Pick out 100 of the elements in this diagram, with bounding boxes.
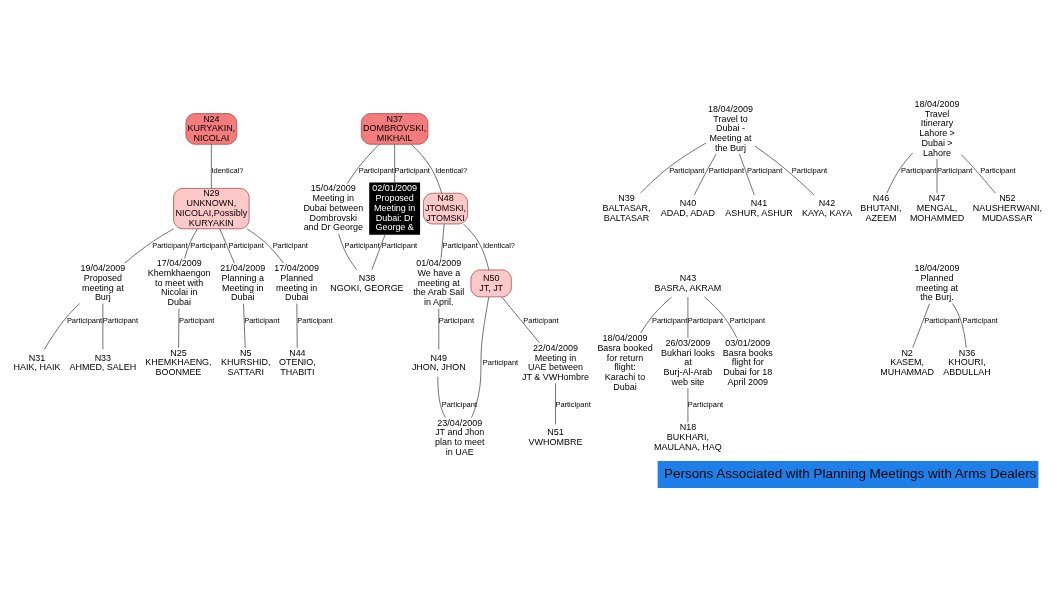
- node-box: N37 DOMBROVSKI, MIKHAIL: [361, 113, 429, 145]
- node-text: N39 BALTASAR, BALTASAR: [602, 193, 651, 223]
- connector: [184, 228, 198, 259]
- node-text: N2 KASEM, MUHAMMAD: [880, 347, 935, 378]
- node-text: 18/04/2009 Travel Itinerary Lahore > Dubai > Lahore: [914, 98, 960, 158]
- connector: [912, 303, 930, 349]
- connector: [961, 154, 996, 194]
- connector: [211, 144, 212, 189]
- connector: [555, 382, 556, 425]
- connector: [693, 153, 717, 196]
- connector: [371, 233, 386, 271]
- connector: [296, 303, 298, 349]
- connector: [246, 228, 284, 264]
- edge-label: Identical?: [483, 240, 515, 250]
- edge-label: Participant: [555, 400, 591, 410]
- connector: [124, 228, 174, 264]
- connector: [952, 303, 967, 349]
- connector: [886, 152, 914, 194]
- edge-label: Participant: [179, 315, 215, 325]
- edge-label: Participant: [152, 240, 188, 250]
- node-text: 18/04/2009 Travel to Dubai - Meeting at the Burj: [708, 103, 753, 153]
- edge-label: Participant: [901, 166, 937, 176]
- node-text: N52 NAUSHERWANI, MUDASSAR: [972, 193, 1042, 223]
- connector: [219, 228, 235, 264]
- edge-label: Participant: [708, 166, 745, 176]
- edge-label: Participant: [394, 166, 430, 176]
- node-text: 17/04/2009 Planned meeting in Dubai: [274, 263, 320, 303]
- connector: [640, 142, 707, 194]
- connector: [437, 376, 446, 418]
- edge-label: Participant: [442, 240, 478, 250]
- edge-label: Participant: [358, 166, 394, 176]
- edge-label: Participant: [791, 166, 828, 176]
- edge-label: Participant: [441, 400, 478, 410]
- node-text: N25 KHEMKHAENG, BOONMEE: [145, 347, 212, 378]
- node-box: N48 JTOMSKI, JTOMSKI: [423, 192, 468, 225]
- node-box: 02/01/2009 Proposed Meeting in Dubai: Dr George &: [369, 182, 421, 235]
- edge-label: Participant: [687, 400, 724, 410]
- node-text: 03/01/2009 Basra books flight for Dubai for 18 April 2009: [722, 337, 773, 387]
- node-text: 17/04/2009 Khemkhaengon to meet with Nicolai in Dubai: [147, 258, 211, 308]
- edge-label: Participant: [651, 315, 688, 325]
- edge-label: Participant: [687, 315, 724, 325]
- edge-label: Participant: [438, 315, 475, 325]
- edge-label: Participant: [272, 240, 308, 250]
- edge-label: Participant: [228, 240, 264, 250]
- connector: [440, 223, 445, 259]
- node-text: N36 KHOURI, ABDULLAH: [943, 347, 991, 378]
- node-text: 18/04/2009 Planned meeting at the Burj.: [914, 263, 960, 303]
- connector: [394, 144, 396, 184]
- connector: [43, 303, 80, 350]
- edge-label: Participant: [669, 166, 705, 176]
- node-text: N47 MENGAL, MOHAMMED: [909, 193, 965, 223]
- edge-label: Participant: [66, 315, 103, 325]
- edge-label: Participant: [344, 240, 380, 250]
- node-text: N49 JHON, JHON: [411, 352, 466, 373]
- connector: [739, 153, 755, 196]
- edge-label: Participant: [936, 166, 973, 176]
- node-text: N5 KHURSHID, SATTARI: [221, 347, 271, 378]
- node-text: N33 AHMED, SALEH: [69, 352, 137, 373]
- edge-label: Participant: [523, 315, 559, 325]
- edge-label: Participant: [729, 315, 766, 325]
- edge-label: Participant: [980, 166, 1016, 176]
- connector: [438, 308, 440, 350]
- node-text: 21/04/2009 Planning a Meeting in Dubai: [220, 263, 266, 303]
- connector: [471, 296, 490, 418]
- connector: [704, 296, 738, 339]
- diagram-title: Persons Associated with Planning Meetings with Arms Dealers: [663, 465, 1037, 481]
- connector: [640, 296, 672, 334]
- node-text: N40 ADAD, ADAD: [660, 198, 716, 218]
- connector: [178, 308, 180, 349]
- node-text: N46 BHUTANI, AZEEM: [860, 193, 902, 223]
- edge-label: Participant: [924, 315, 960, 325]
- node-text: 15/04/2009 Meeting in Dubai between Dombrovski and Dr George: [303, 183, 364, 233]
- node-text: 26/03/2009 Bukhari looks at Burj-Al-Arab web site: [660, 337, 715, 387]
- connector: [411, 144, 443, 194]
- node-box: N24 KURYAKIN, NICOLAI: [185, 113, 238, 145]
- connector: [754, 145, 815, 196]
- edge-label: Participant: [244, 315, 280, 325]
- node-text: 23/04/2009 JT and Jhon plan to meet in UAE: [435, 417, 485, 457]
- node-text: N44 OTENIO, THABITI: [278, 347, 316, 378]
- edge-label: Identical?: [211, 166, 244, 176]
- node-text: 01/04/2009 We have a meeting at the Arab Sail in April.: [413, 258, 465, 308]
- node-text: N42 KAYA, KAYA: [801, 198, 853, 218]
- edge-label: Participant: [381, 240, 418, 250]
- connector: [338, 233, 357, 271]
- node-text: 22/04/2009 Meeting in UAE between JT & VWHombre: [521, 342, 590, 382]
- node-text: N31 HAIK, HAIK: [13, 352, 61, 373]
- edge-label: Participant: [482, 357, 519, 367]
- connector: [347, 143, 380, 184]
- connector: [501, 296, 540, 344]
- node-box: N50 JT, JT: [470, 269, 512, 298]
- edge-label: Participant: [102, 315, 139, 325]
- node-text: N43 BASRA, AKRAM: [654, 272, 722, 293]
- node-text: N51 VWHOMBRE: [528, 427, 583, 448]
- node-text: N38 NGOKI, GEORGE: [330, 272, 404, 293]
- edge-label: Participant: [190, 240, 226, 250]
- node-text: 18/04/2009 Basra booked for return flight: Karachi to Dubai: [597, 333, 653, 392]
- connector: [243, 303, 246, 349]
- node-text: N18 BUKHARI, MAULANA, HAQ: [654, 422, 722, 452]
- connector: [463, 223, 490, 271]
- edge-label: Participant: [962, 315, 998, 325]
